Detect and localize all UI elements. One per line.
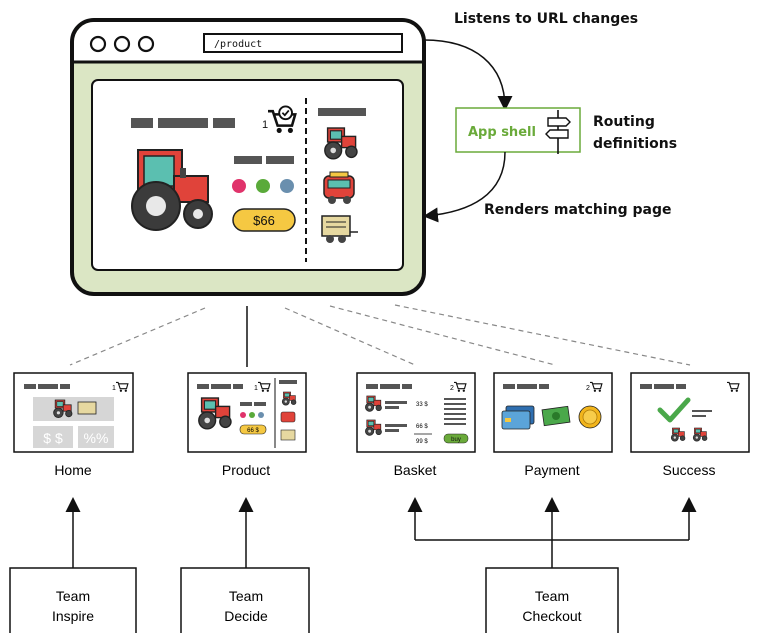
thumb-basket-price-1: 33 $ [416, 402, 428, 408]
title-placeholder [131, 118, 235, 128]
thumb-payment[interactable]: 2 [493, 372, 613, 453]
color-option-red[interactable] [232, 179, 246, 193]
team-checkout-line2: Checkout [522, 608, 581, 624]
connectors [69, 304, 691, 366]
credit-card-icon [501, 405, 535, 430]
recommendation-camper[interactable] [323, 171, 355, 204]
team-checkout-line1: Team [535, 588, 569, 604]
tractor-image [131, 149, 213, 231]
team-decide-box: Team Decide [180, 567, 310, 633]
thumb-basket-buy-label: buy [451, 437, 461, 443]
recommendation-trailer[interactable] [321, 215, 358, 243]
cart-icon[interactable] [266, 105, 297, 135]
cash-icon [541, 405, 571, 427]
signpost-icon [545, 110, 571, 154]
team-inspire-line2: Inspire [52, 608, 94, 624]
color-option-blue[interactable] [280, 179, 294, 193]
thumb-product-cart-count: 1 [254, 385, 258, 392]
thumb-home-tile1: $ $ [43, 430, 63, 446]
window-dot-1[interactable] [89, 35, 107, 53]
thumb-basket-price-3: 99 $ [416, 439, 428, 445]
renders-arrow [423, 151, 506, 223]
thumb-basket-price-2: 66 $ [416, 424, 428, 430]
coin-icon [578, 405, 602, 429]
thumb-product[interactable]: 1 66 $ [187, 372, 307, 453]
thumb-home-tile2: %% [84, 430, 109, 446]
thumb-home[interactable]: 1 $ $ %% [13, 372, 134, 453]
page-label-product: Product [222, 462, 270, 478]
page-label-payment: Payment [524, 462, 579, 478]
thumb-product-price: 66 $ [247, 428, 259, 434]
thumb-payment-cart-count: 2 [586, 385, 590, 392]
page-label-basket: Basket [394, 462, 437, 478]
price-text: $66 [253, 213, 275, 228]
cart-count: 1 [262, 119, 268, 131]
window-dot-3[interactable] [137, 35, 155, 53]
price-badge[interactable] [232, 208, 296, 232]
color-option-green[interactable] [256, 179, 270, 193]
url-text: /product [214, 39, 262, 50]
team-decide-line1: Team [229, 588, 263, 604]
listens-label: Listens to URL changes [454, 11, 638, 27]
team-checkout-box: Team Checkout [485, 567, 619, 633]
app-shell-label: App shell [468, 125, 536, 140]
thumb-basket-cart-count: 2 [450, 385, 454, 392]
success-check-icon [657, 397, 691, 423]
listens-arrow [423, 39, 513, 111]
team-inspire-box: Team Inspire [9, 567, 137, 633]
team-arrows [65, 497, 697, 568]
team-decide-line2: Decide [224, 608, 268, 624]
thumb-success[interactable] [630, 372, 750, 453]
routing-label-line2: definitions [593, 136, 677, 152]
renders-label: Renders matching page [484, 202, 672, 218]
thumb-basket-buy-button[interactable] [443, 433, 469, 444]
thumb-basket[interactable]: 2 33 $ 66 $ 99 $ buy [356, 372, 476, 453]
page-label-home: Home [54, 462, 92, 478]
url-bar[interactable] [203, 33, 403, 53]
team-inspire-line1: Team [56, 588, 90, 604]
window-dot-2[interactable] [113, 35, 131, 53]
page-label-success: Success [663, 462, 716, 478]
browser-window: /product 1 [70, 18, 426, 296]
routing-label-line1: Routing [593, 114, 655, 130]
sidebar-title-placeholder [318, 108, 366, 116]
thumb-home-cart-count: 1 [112, 385, 116, 392]
subtitle-placeholder [234, 156, 294, 164]
